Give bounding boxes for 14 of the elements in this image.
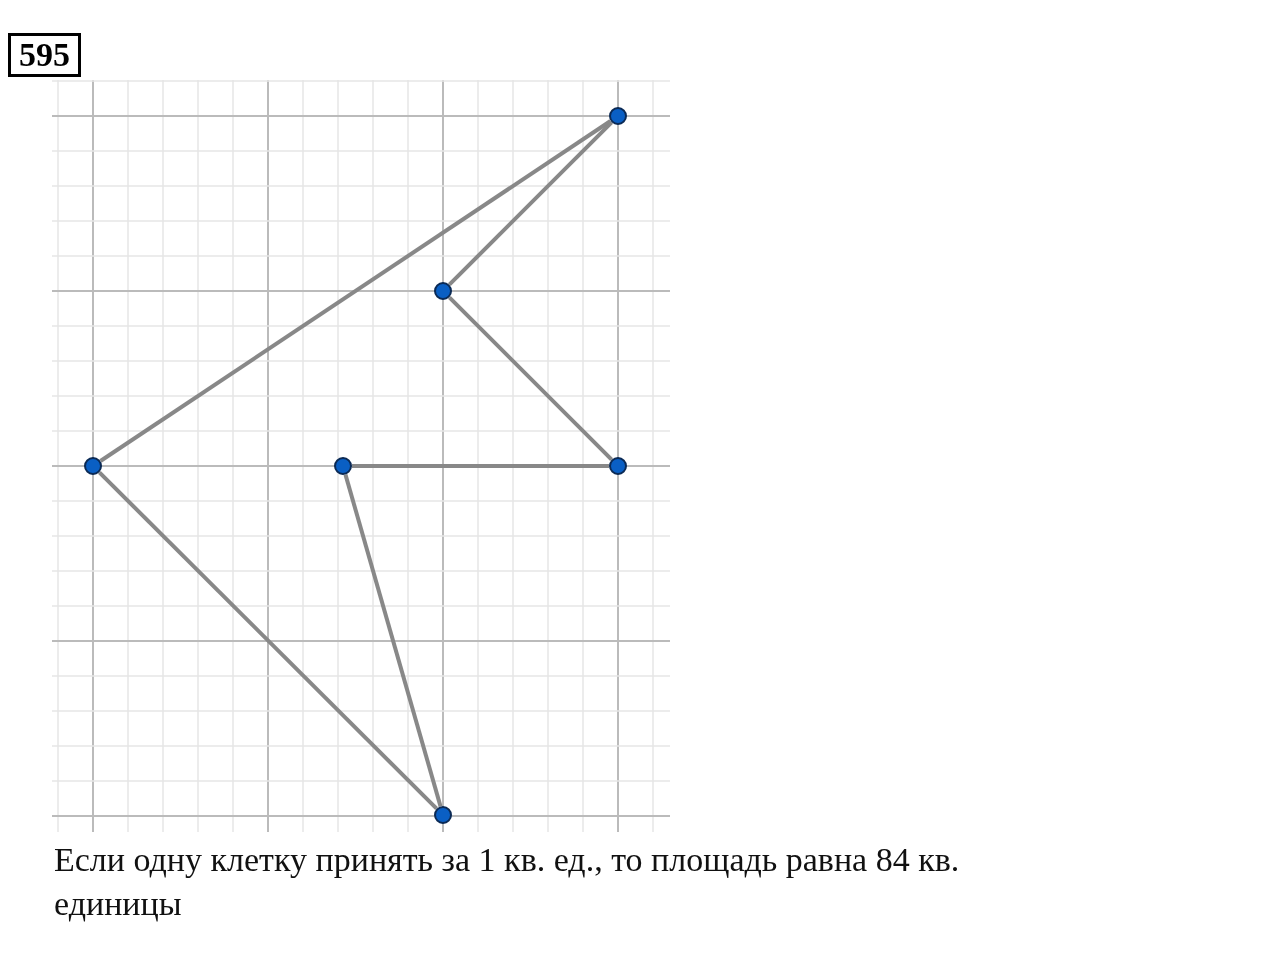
line-segment [343,474,443,807]
line-segment [99,119,612,463]
line-segment [352,464,609,468]
vertex-point [434,282,452,300]
answer-text: Если одну клетку принять за 1 кв. ед., то площадь равна 84 кв. единицы [54,840,961,924]
line-segment [447,295,614,462]
line-segment [447,120,614,287]
vertex-point [609,457,627,475]
vertex-point [334,457,352,475]
vertex-point [84,457,102,475]
line-segment [97,470,439,811]
vertex-point [609,107,627,125]
vertex-point [434,806,452,824]
problem-number: 595 [8,33,81,77]
